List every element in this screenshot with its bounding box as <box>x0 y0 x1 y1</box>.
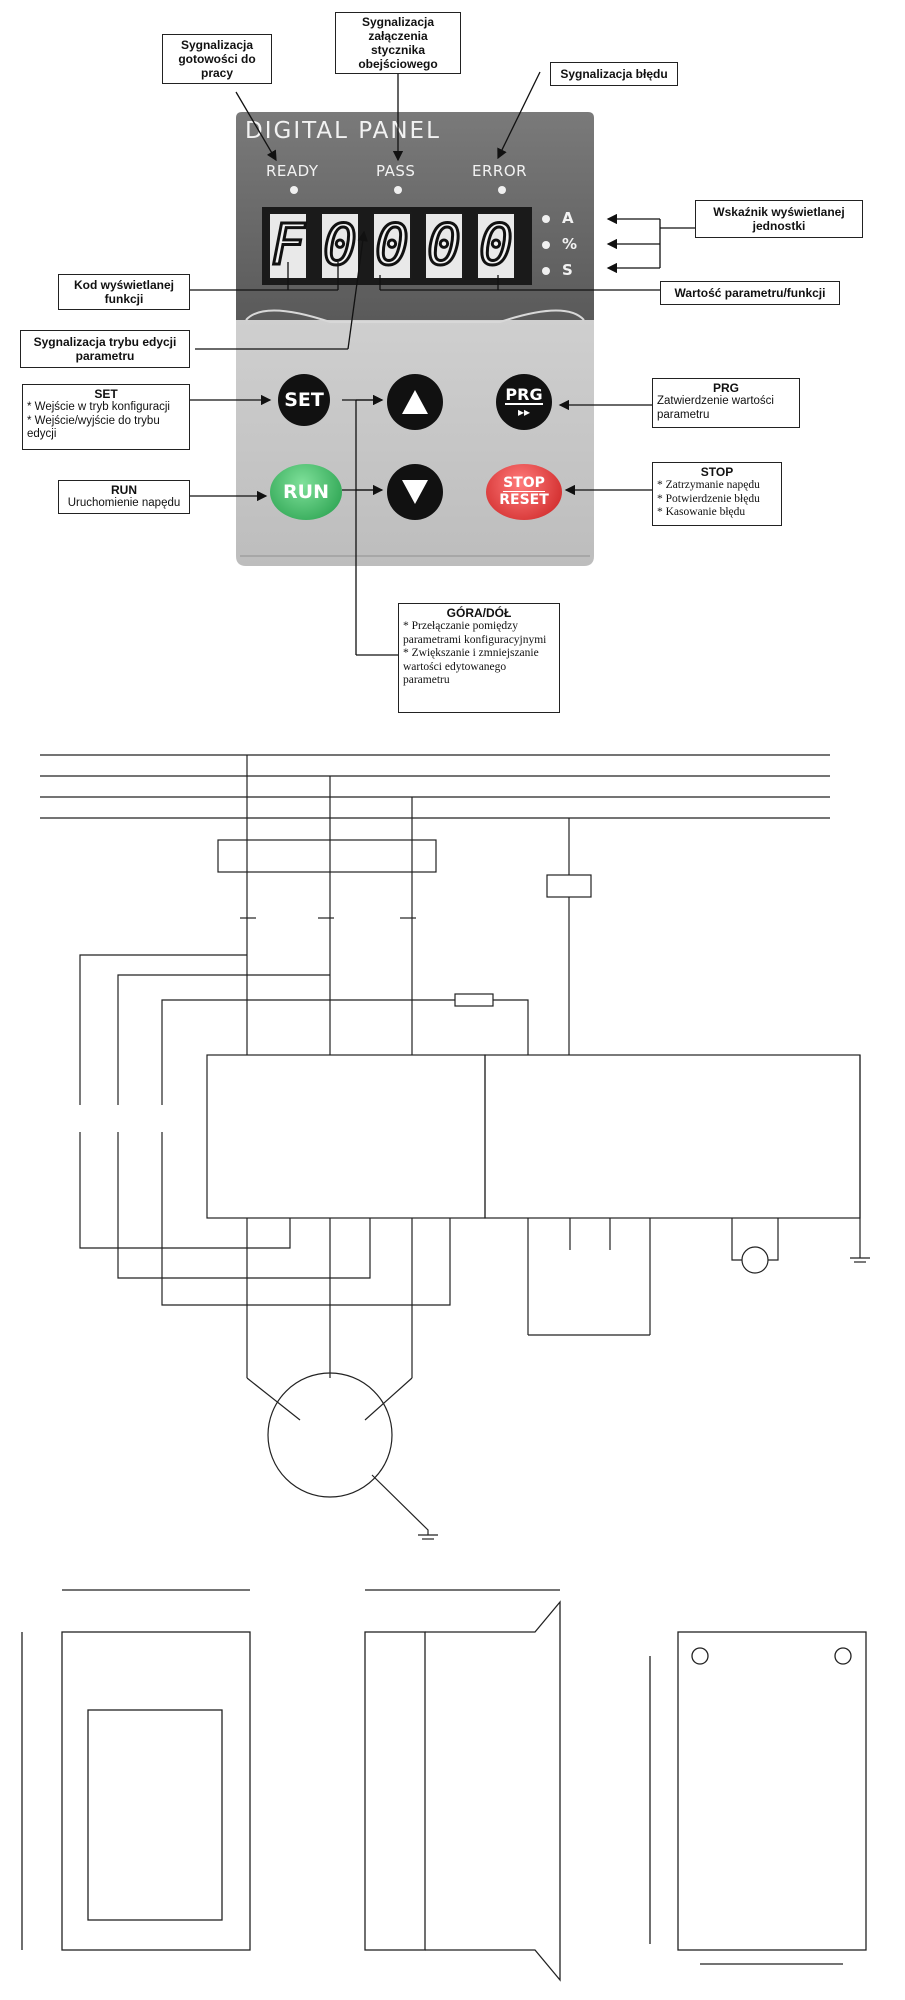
callout-code: Kod wyświetlanej funkcji <box>58 274 190 310</box>
callout-pass: Sygnalizacja załączenia stycznika obejśc… <box>335 12 461 74</box>
callout-leaders <box>190 71 695 656</box>
prg-button[interactable]: PRG ▸▸ <box>496 374 552 430</box>
stop-reset-button[interactable]: STOP RESET <box>486 464 562 520</box>
display-digit-5: 0 <box>476 212 516 280</box>
triangle-down-icon <box>402 480 428 504</box>
unit-percent-label: % <box>562 235 578 253</box>
callout-updown: GÓRA/DÓŁ * Przełączanie pomiędzy paramet… <box>398 603 560 713</box>
dimension-drawings <box>21 1589 867 1982</box>
down-button[interactable] <box>387 464 443 520</box>
display-digit-2: 0 <box>320 212 360 280</box>
callout-unit: Wskaźnik wyświetlanej jednostki <box>695 200 863 238</box>
led-ready-label: READY <box>266 162 319 180</box>
unit-a-label: A <box>562 209 574 227</box>
callout-prg: PRG Zatwierdzenie wartości parametru <box>652 378 800 428</box>
prg-label: PRG <box>505 384 543 405</box>
unit-s-label: S <box>562 261 573 279</box>
wiring-diagram <box>40 754 870 1540</box>
display-digit-4: 0 <box>424 212 464 280</box>
callout-set: SET * Wejście w tryb konfiguracji * Wejś… <box>22 384 190 450</box>
led-error-label: ERROR <box>472 162 528 180</box>
run-button[interactable]: RUN <box>270 464 342 520</box>
callout-run: RUN Uruchomienie napędu <box>58 480 190 514</box>
panel-title: DIGITAL PANEL <box>245 118 441 144</box>
callout-error: Sygnalizacja błędu <box>550 62 678 86</box>
triangle-up-icon <box>402 390 428 414</box>
digital-panel-section: DIGITAL PANEL READY PASS ERROR F 0 0 0 0… <box>0 0 905 720</box>
up-button[interactable] <box>387 374 443 430</box>
callout-stop: STOP * Zatrzymanie napędu * Potwierdzeni… <box>652 462 782 526</box>
set-button[interactable]: SET <box>278 374 330 426</box>
led-pass-label: PASS <box>376 162 416 180</box>
callout-value: Wartość parametru/funkcji <box>660 281 840 305</box>
callout-edit: Sygnalizacja trybu edycji parametru <box>20 330 190 368</box>
stop-label: STOP <box>503 475 545 492</box>
fast-forward-icon: ▸▸ <box>517 404 531 419</box>
display-digit-3: 0 <box>372 212 412 280</box>
reset-label: RESET <box>499 492 549 508</box>
callout-ready: Sygnalizacja gotowości do pracy <box>162 34 272 84</box>
